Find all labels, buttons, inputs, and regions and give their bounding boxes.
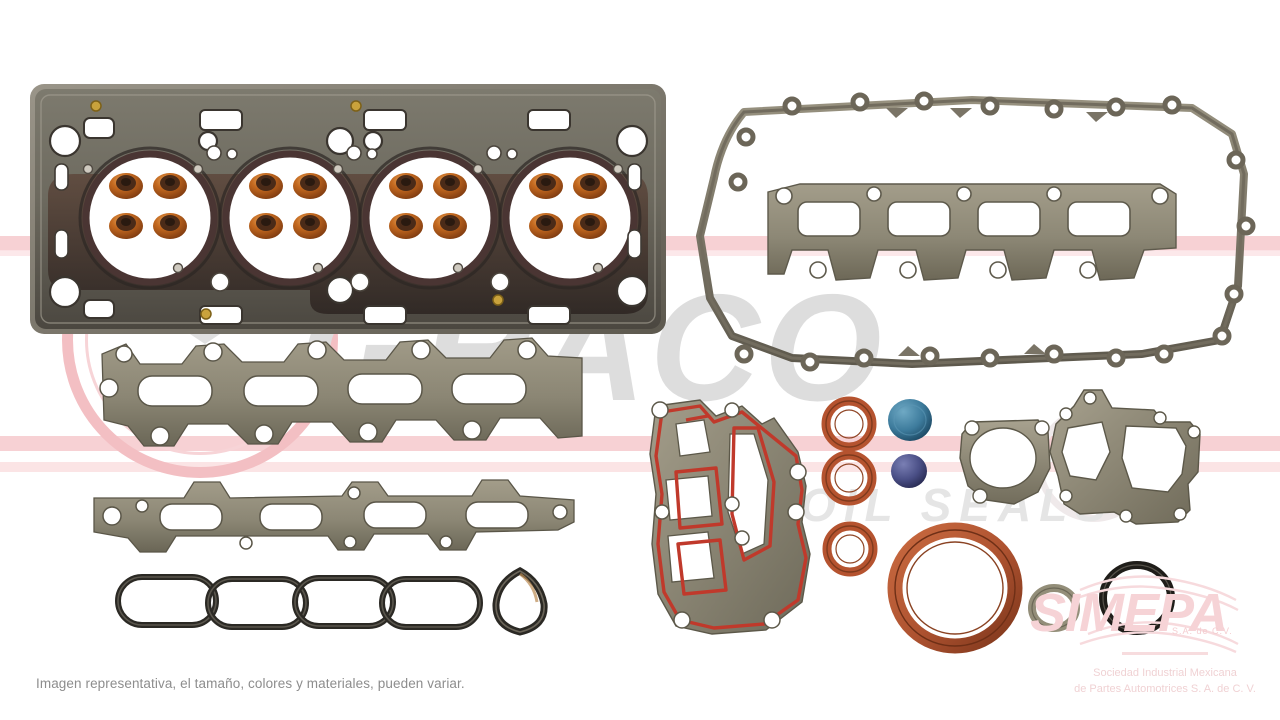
throttle-body-seal: [484, 566, 556, 638]
simepa-logo: SIMEPA S.A. de C.V.: [1022, 556, 1262, 656]
company-name-block: Sociedad Industrial Mexicana de Partes A…: [1062, 666, 1268, 698]
oil-pump-housing-gasket: [646, 394, 818, 640]
simepa-subtitle: S.A. de C.V.: [1172, 626, 1233, 636]
camshaft-oil-seal: [822, 521, 878, 577]
water-pump-gasket: [950, 412, 1060, 520]
intake-port-seal: [203, 574, 311, 632]
footer-divider: [1122, 652, 1208, 655]
camshaft-oil-seal: [821, 396, 877, 452]
cylinder-head-gasket: [28, 78, 668, 348]
simepa-wordmark: SIMEPA: [1030, 583, 1228, 643]
intake-manifold-gasket-lower: [88, 476, 580, 554]
intake-port-seal: [113, 572, 221, 630]
timing-cover-gasket: [1040, 388, 1208, 548]
intake-port-seal: [377, 574, 485, 632]
rubber-ring-seal: [1098, 560, 1176, 636]
intake-manifold-gasket-upper: [96, 336, 588, 454]
camshaft-oil-seal: [821, 450, 877, 506]
valve-cover-gasket: [672, 86, 1268, 376]
camshaft-end-plug: [890, 452, 928, 490]
exhaust-manifold-gasket: [762, 178, 1182, 288]
valve-stem-seals-group: [28, 78, 668, 348]
company-line-1: Sociedad Industrial Mexicana: [1093, 667, 1237, 679]
disclaimer-text: Imagen representativa, el tamaño, colore…: [36, 676, 465, 691]
intake-port-seal: [290, 573, 398, 631]
o-ring-seal: [1028, 584, 1080, 632]
company-line-2: de Partes Automotrices S. A. de C. V.: [1074, 682, 1256, 695]
camshaft-end-plug: [886, 396, 934, 444]
crankshaft-rear-main-seal: [887, 522, 1023, 654]
